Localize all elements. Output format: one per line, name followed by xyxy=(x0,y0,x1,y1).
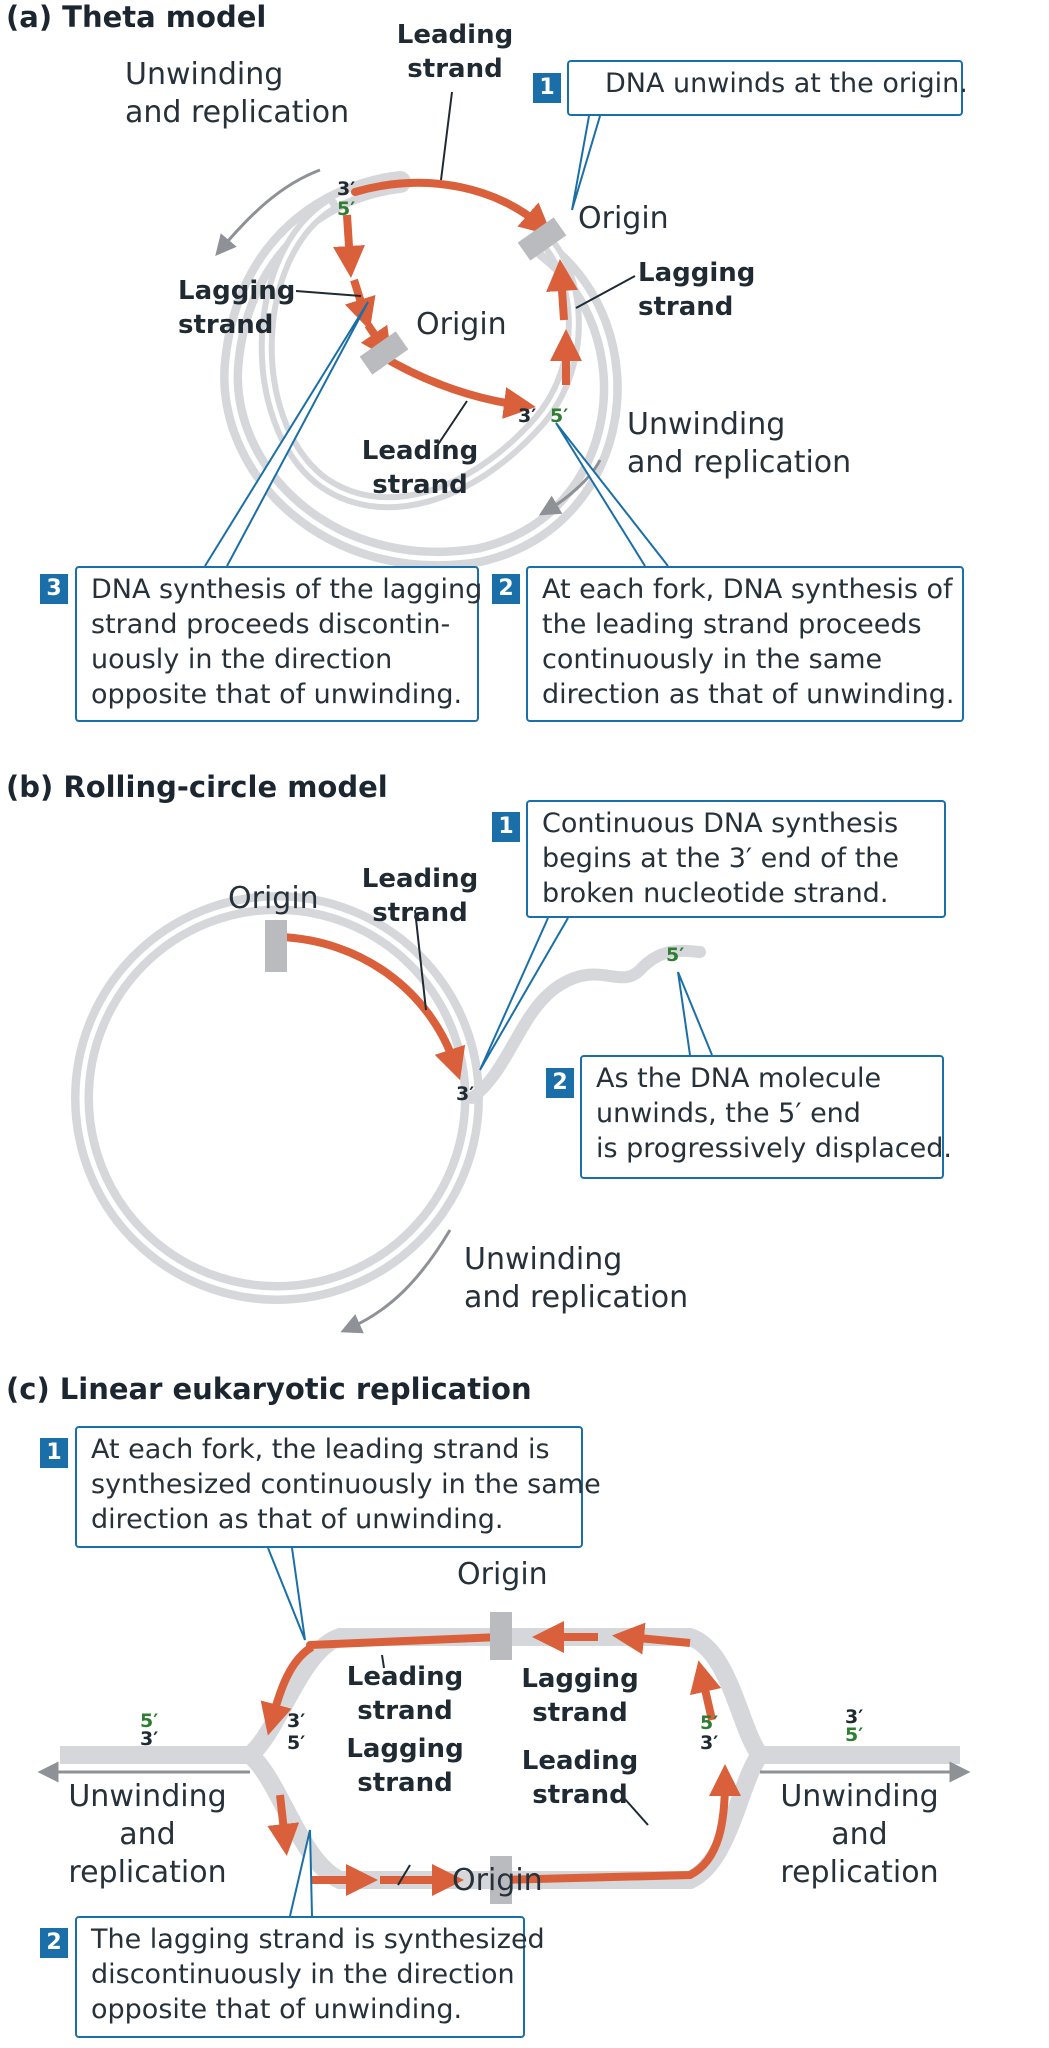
theta-unwind-left: Unwinding and replication xyxy=(125,57,350,130)
linear-right-inner-end-5: 5′ xyxy=(700,1712,719,1734)
rolling-origin-label: Origin xyxy=(228,881,319,916)
linear-step1-number: 1 xyxy=(40,1438,68,1468)
theta-origin-inner: Origin xyxy=(416,307,507,342)
rolling-displaced-strand xyxy=(466,944,706,1104)
linear-leading-a-label: Leading strand xyxy=(346,1662,464,1726)
linear-origin-block-bottom xyxy=(490,1856,512,1904)
theta-origin-right: Origin xyxy=(578,201,669,236)
theta-end-5-top: 5′ xyxy=(337,198,356,220)
theta-step2-callout: At each fork, DNA synthesis of the leadi… xyxy=(526,566,964,722)
theta-unwind-arrow-right xyxy=(538,459,602,516)
theta-end-3-top: 3′ xyxy=(337,178,356,200)
linear-origin-bottom: Origin xyxy=(452,1863,543,1898)
linear-step2-number: 2 xyxy=(40,1928,68,1958)
linear-leading-b-label: Leading strand xyxy=(521,1746,639,1810)
linear-lagging-b-label: Lagging strand xyxy=(346,1734,464,1798)
linear-origin-top: Origin xyxy=(457,1557,548,1592)
linear-right-end-3: 3′ xyxy=(845,1706,864,1728)
linear-left-inner-end-5: 5′ xyxy=(287,1732,306,1754)
rolling-step1-number: 1 xyxy=(492,812,520,842)
rolling-step2-callout: As the DNA molecule unwinds, the 5′ end … xyxy=(580,1055,952,1179)
theta-step3-callout: DNA synthesis of the lagging strand proc… xyxy=(75,566,482,722)
theta-leading-top-label: Leading strand xyxy=(396,20,514,84)
theta-origin-block-right xyxy=(517,217,567,261)
rolling-leading-strand xyxy=(276,933,466,1081)
theta-unwind-arrow-left xyxy=(215,168,321,257)
theta-leading-bottom xyxy=(376,351,536,419)
linear-unwind-left: Unwinding and replication xyxy=(68,1779,227,1890)
rolling-unwind-label: Unwinding and replication xyxy=(464,1242,689,1315)
rolling-step1-callout: Continuous DNA synthesis begins at the 3… xyxy=(526,800,946,918)
linear-left-inner-end-3: 3′ xyxy=(287,1710,306,1732)
theta-lagging-frag-5 xyxy=(546,259,579,321)
linear-step2-callout: The lagging strand is synthesized discon… xyxy=(75,1916,545,2038)
theta-end-5-mid: 5′ xyxy=(550,405,569,427)
linear-title: (c) Linear eukaryotic replication xyxy=(6,1372,532,1406)
theta-title: (a) Theta model xyxy=(6,0,267,34)
linear-lagging-right-frag-2 xyxy=(612,1622,691,1655)
theta-diagram xyxy=(204,91,669,570)
rolling-diagram xyxy=(71,892,713,1334)
theta-leading-bottom-label: Leading strand xyxy=(361,436,479,500)
theta-lagging-right-label: Lagging strand xyxy=(638,258,756,322)
theta-unwind-right: Unwinding and replication xyxy=(627,407,852,480)
rolling-origin-block xyxy=(265,920,287,972)
theta-end-3-mid: 3′ xyxy=(518,405,537,427)
rolling-unwind-arrow xyxy=(340,1229,452,1334)
linear-lagging-right-frag-3 xyxy=(689,1660,722,1721)
linear-leading-top-fork xyxy=(260,1643,315,1736)
theta-step1-callout: DNA unwinds at the origin. xyxy=(567,60,968,116)
rolling-title: (b) Rolling-circle model xyxy=(6,770,388,804)
linear-leading-bottom xyxy=(496,1764,741,1884)
linear-origin-block-top xyxy=(490,1612,512,1660)
linear-diagram xyxy=(37,1547,971,1917)
theta-leading-top xyxy=(351,178,553,236)
linear-left-end-3: 3′ xyxy=(140,1728,159,1750)
linear-step1-callout: At each fork, the leading strand is synt… xyxy=(75,1426,601,1548)
theta-step3-number: 3 xyxy=(40,574,68,604)
linear-lagging-left-frag-1 xyxy=(267,1794,300,1856)
rolling-step2-number: 2 xyxy=(546,1068,574,1098)
linear-unwind-right: Unwinding and replication xyxy=(780,1779,939,1890)
linear-lagging-a-label: Lagging strand xyxy=(521,1664,639,1728)
rolling-end-3: 3′ xyxy=(456,1083,475,1105)
theta-origin-block-inner xyxy=(359,331,409,375)
linear-right-inner-end-3: 3′ xyxy=(700,1732,719,1754)
theta-step1-number: 1 xyxy=(533,73,561,103)
theta-lagging-left-label: Lagging strand xyxy=(178,276,296,340)
linear-leading-top xyxy=(306,1633,504,1649)
theta-step2-number: 2 xyxy=(492,574,520,604)
theta-lagging-frag-1 xyxy=(333,214,365,278)
rolling-leading-label: Leading strand xyxy=(361,864,479,928)
rolling-end-5: 5′ xyxy=(666,944,685,966)
linear-left-end-5: 5′ xyxy=(140,1710,159,1732)
linear-right-end-5: 5′ xyxy=(845,1724,864,1746)
